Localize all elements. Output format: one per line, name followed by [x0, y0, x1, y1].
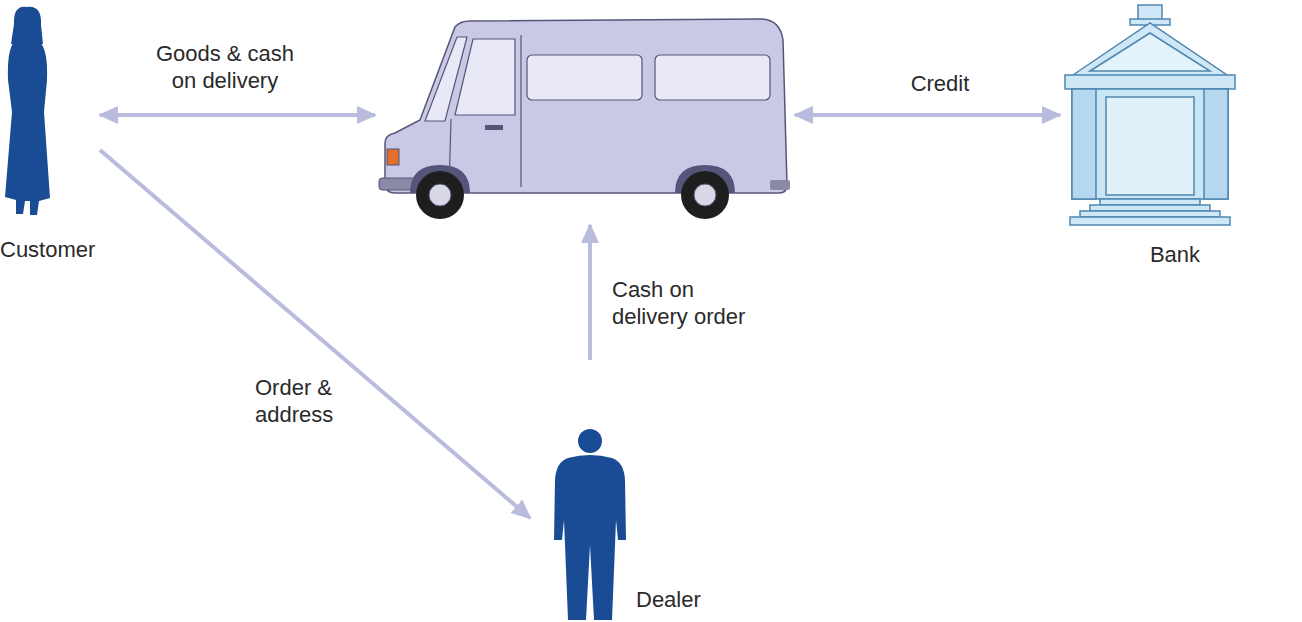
- van-illustration: [379, 19, 790, 219]
- dealer-node: Dealer: [530, 360, 705, 622]
- edge-label: Cash on delivery order: [612, 276, 767, 330]
- edge-label: Goods & cash on delivery: [150, 40, 300, 94]
- connector-arrow: [100, 150, 530, 518]
- edge-label: Order & address: [255, 374, 355, 428]
- bank-node: Bank: [1060, 5, 1245, 270]
- customer-node: Customer: [0, 10, 100, 260]
- man-silhouette: [554, 429, 626, 620]
- node-caption: Customer: [0, 236, 120, 263]
- bank-building: [1065, 5, 1235, 225]
- woman-silhouette: [5, 7, 50, 215]
- connector-arrow: [100, 113, 375, 117]
- van-node: [375, 15, 795, 225]
- connector-arrow: [795, 113, 1060, 117]
- edge-label: Credit: [890, 70, 990, 97]
- node-caption: Dealer: [636, 586, 708, 613]
- connector-arrow: [588, 225, 592, 360]
- node-caption: Bank: [1130, 241, 1220, 268]
